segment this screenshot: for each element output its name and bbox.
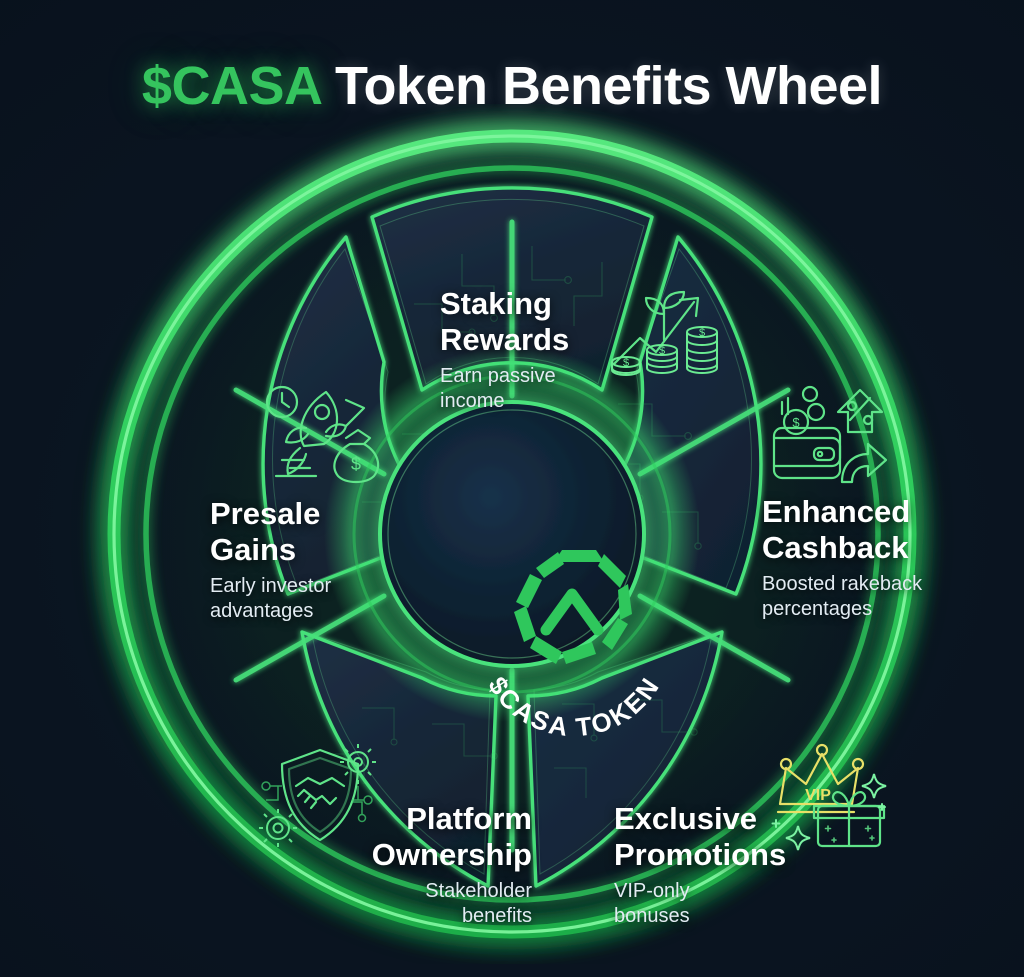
hub-label-text: $CASA TOKEN [482,671,666,742]
hub[interactable]: $CASA TOKEN [450,510,698,758]
page-title: $CASA Token Benefits Wheel [0,58,1024,115]
hub-arc-label: $CASA TOKEN [482,671,666,742]
benefits-wheel: $CASA TOKEN $ $ [62,104,962,964]
hub-rings [324,346,700,722]
title-ticker: $CASA [141,56,321,117]
title-rest: Token Benefits Wheel [320,56,883,117]
casa-gem-logo-icon [514,550,632,664]
outer-ring [105,127,919,941]
